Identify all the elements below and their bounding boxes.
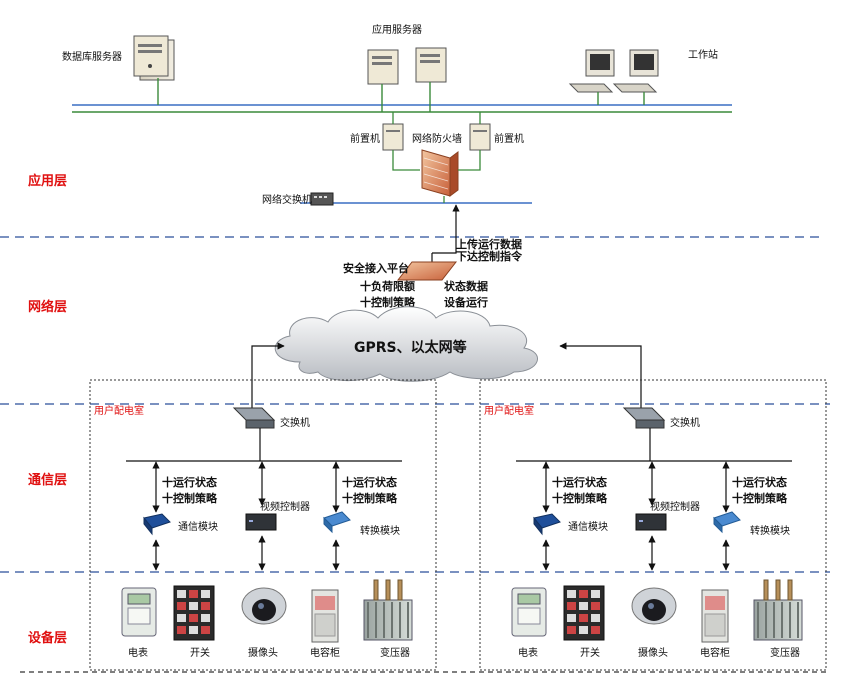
- top-bus: [72, 104, 732, 113]
- room-title: 用户配电室: [94, 404, 144, 417]
- switch-icon: [232, 407, 276, 429]
- device-label: 开关: [580, 646, 600, 659]
- layer-label-communication: 通信层: [28, 472, 67, 488]
- status-data-label: 状态数据: [444, 279, 488, 293]
- security-access-platform-icon: [396, 261, 458, 281]
- network-switch-label: 网络交换机: [262, 193, 312, 206]
- upload-arrow: [432, 204, 460, 254]
- comm-module-icon: [143, 513, 171, 536]
- firewall-icon: [421, 149, 459, 197]
- conversion-module-icon: [323, 511, 351, 534]
- device-running-label: 设备运行: [444, 295, 488, 309]
- switchgear-icon: [173, 585, 215, 641]
- meter-icon: [121, 587, 157, 637]
- capacitor-cabinet-icon: [701, 589, 729, 643]
- control-policy-label-right: 十控制策略: [732, 491, 788, 505]
- run-status-label-left: 十运行状态: [552, 475, 607, 489]
- switchgear-icon: [563, 585, 605, 641]
- layer-label-network: 网络层: [28, 299, 67, 315]
- conversion-module-icon: [713, 511, 741, 534]
- front-end-right-label: 前置机: [494, 132, 524, 145]
- upload-data-label: 上传运行数据: [456, 237, 522, 251]
- application-server-icon: [367, 47, 447, 112]
- layer-label-application: 应用层: [28, 173, 67, 189]
- cloud-to-left-switch: [251, 342, 285, 416]
- device-label: 变压器: [380, 646, 410, 659]
- access-platform-label: 安全接入平台: [343, 261, 409, 275]
- workstation-icon: [568, 49, 659, 105]
- load-limit-label: 十负荷限额: [360, 279, 415, 293]
- cloud-icon: [274, 306, 538, 382]
- control-policy-label-left: 十控制策略: [162, 491, 218, 505]
- room-title: 用户配电室: [484, 404, 534, 417]
- firewall-label: 网络防火墙: [412, 132, 462, 145]
- comm-module-icon: [533, 513, 561, 536]
- camera-icon: [631, 587, 677, 625]
- run-status-label-left: 十运行状态: [162, 475, 217, 489]
- run-status-label-right: 十运行状态: [732, 475, 787, 489]
- network-switch-icon: [310, 192, 334, 206]
- switch-label: 交换机: [280, 416, 310, 429]
- video-controller-label: 视频控制器: [260, 500, 310, 513]
- database-server-icon: [133, 35, 175, 105]
- switch-label: 交换机: [670, 416, 700, 429]
- video-controller-icon: [245, 513, 277, 531]
- device-label: 变压器: [770, 646, 800, 659]
- video-controller-label: 视频控制器: [650, 500, 700, 513]
- transformer-icon: [363, 579, 413, 641]
- database-server-label: 数据库服务器: [62, 50, 122, 63]
- conversion-module-label: 转换模块: [360, 524, 400, 537]
- transformer-icon: [753, 579, 803, 641]
- switch-icon: [622, 407, 666, 429]
- device-label: 摄像头: [638, 646, 668, 659]
- meter-icon: [511, 587, 547, 637]
- workstation-label: 工作站: [688, 48, 718, 61]
- cloud-label: GPRS、以太网等: [354, 339, 467, 356]
- front-end-computer-left-icon: [382, 112, 420, 171]
- capacitor-cabinet-icon: [311, 589, 339, 643]
- run-status-label-right: 十运行状态: [342, 475, 397, 489]
- camera-icon: [241, 587, 287, 625]
- control-policy-label-left: 十控制策略: [552, 491, 608, 505]
- device-label: 开关: [190, 646, 210, 659]
- layer-label-device: 设备层: [28, 630, 67, 646]
- conversion-module-label: 转换模块: [750, 524, 790, 537]
- front-end-left-label: 前置机: [350, 132, 380, 145]
- device-label: 电容柜: [700, 646, 730, 659]
- video-controller-icon: [635, 513, 667, 531]
- control-policy-label-right: 十控制策略: [342, 491, 398, 505]
- device-label: 电表: [128, 646, 148, 659]
- room-border: [89, 379, 437, 671]
- cloud-to-right-switch: [559, 342, 642, 416]
- comm-module-label: 通信模块: [178, 521, 218, 533]
- control-policy-label: 十控制策略: [360, 295, 416, 309]
- application-server-label: 应用服务器: [372, 23, 422, 36]
- device-label: 电表: [518, 646, 538, 659]
- comm-module-label: 通信模块: [568, 521, 608, 533]
- front-end-computer-right-icon: [458, 112, 491, 171]
- layer-separators: [0, 236, 830, 673]
- room-border: [479, 379, 827, 671]
- device-label: 摄像头: [248, 646, 278, 659]
- device-label: 电容柜: [310, 646, 340, 659]
- issue-command-label: 下达控制指令: [456, 249, 523, 263]
